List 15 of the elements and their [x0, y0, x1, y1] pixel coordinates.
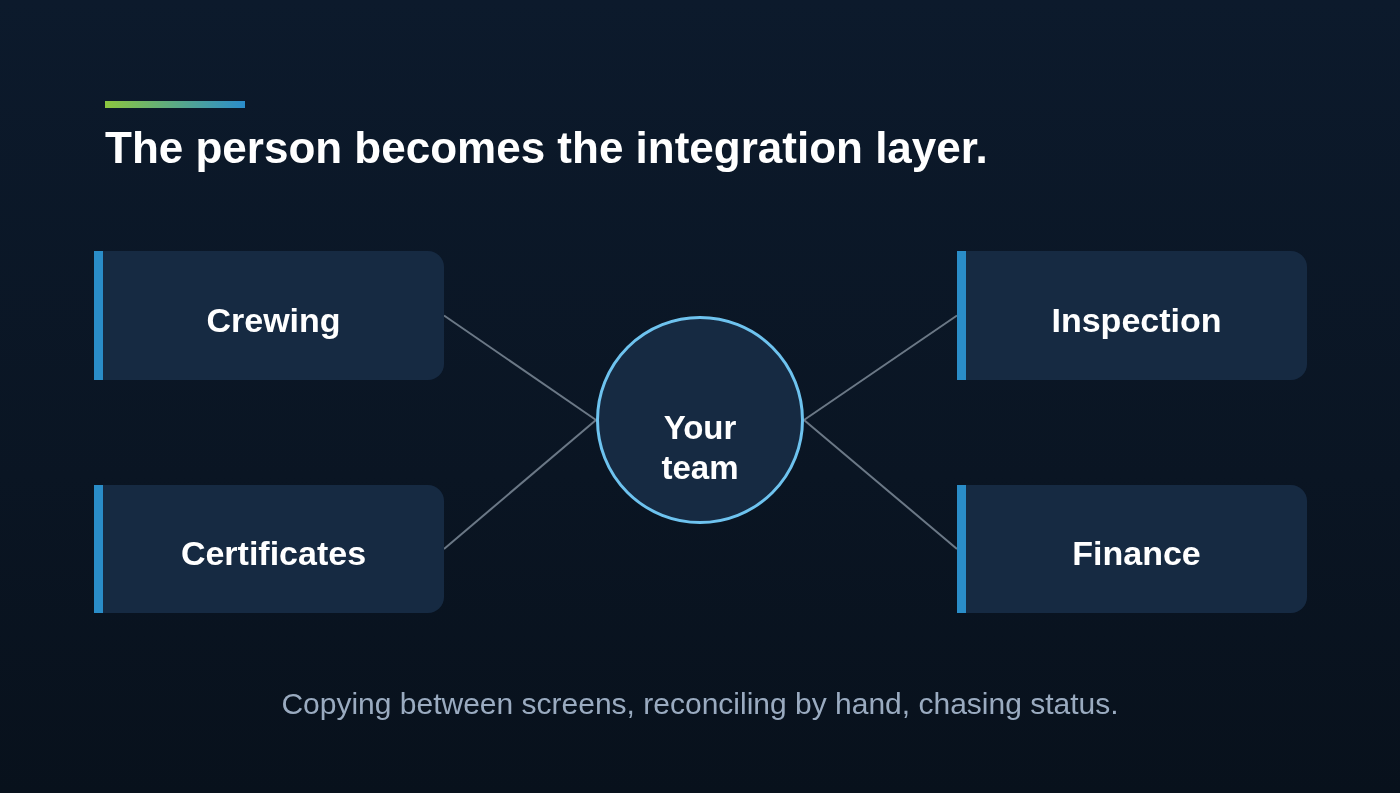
process-box — [94, 251, 444, 380]
node-label: Your team — [660, 408, 740, 488]
node-label: Inspection — [1051, 299, 1222, 340]
process-box — [957, 251, 1307, 380]
node-label: Finance — [1072, 533, 1201, 573]
process-box — [94, 485, 444, 613]
title: The person becomes the integration layer. — [105, 122, 988, 174]
node-label: Crewing — [206, 299, 341, 340]
connector-line — [803, 419, 958, 550]
process-box — [957, 485, 1307, 613]
caption: Copying between screens, reconciling by hand, chasing status. — [280, 686, 1120, 722]
connector-line — [803, 314, 958, 421]
connector-line — [443, 314, 597, 421]
node-label: Certificates — [180, 533, 367, 573]
connector-line — [443, 419, 597, 550]
